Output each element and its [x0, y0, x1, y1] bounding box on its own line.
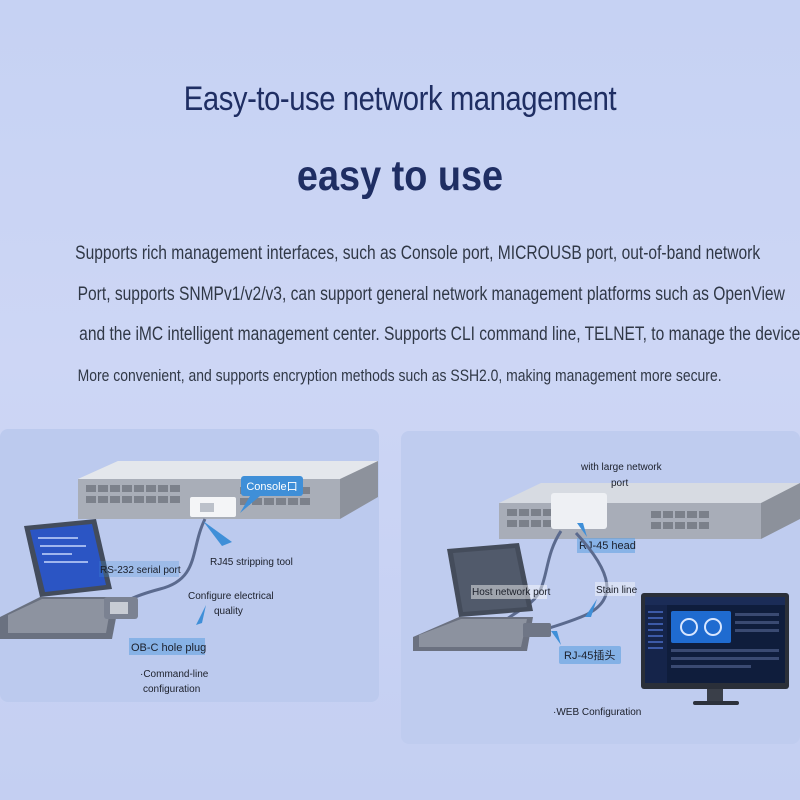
svg-text:Console口: Console口	[246, 481, 297, 493]
rj45-tool-arrow	[203, 521, 232, 546]
cli-config-panel: Console口 RJ45 stripping tool RS-232 seri…	[0, 429, 379, 702]
rj45-head-label: RJ-45 head	[579, 540, 636, 552]
page-subtitle: easy to use	[296, 152, 504, 200]
web-caption: ·WEB Configuration	[553, 707, 641, 718]
monitor-illustration	[641, 593, 789, 705]
hole-plug-label: OB-C hole plug	[131, 642, 206, 654]
web-config-panel: with large network port RJ-45 head Host …	[401, 431, 800, 744]
laptop-illustration	[413, 543, 533, 651]
quality-label: quality	[214, 606, 243, 617]
cli-caption-1: ·Command-line	[140, 669, 209, 680]
laptop-illustration	[0, 519, 120, 639]
console-port-tag: Console口	[240, 476, 303, 513]
description-line-3: and the iMC intelligent management cente…	[79, 324, 800, 345]
rj45-tool-label: RJ45 stripping tool	[210, 557, 293, 568]
configure-label: Configure electrical	[188, 591, 274, 602]
network-switch-illustration	[78, 461, 378, 519]
description-line-1: Supports rich management interfaces, suc…	[75, 243, 761, 264]
stain-line-label: Stain line	[596, 585, 638, 596]
host-port-label: Host network port	[472, 587, 551, 598]
page-title: Easy-to-use network management	[183, 80, 617, 118]
cli-caption-2: configuration	[143, 684, 200, 695]
description-line-2: Port, supports SNMPv1/v2/v3, can support…	[77, 284, 785, 305]
serial-port-label: RS-232 serial port	[100, 565, 181, 576]
rj45-plug-label: RJ-45插头	[564, 648, 615, 662]
large-port-label-1: with large network	[580, 462, 663, 473]
description-line-4: More convenient, and supports encryption…	[78, 366, 722, 385]
large-port-label-2: port	[611, 478, 628, 489]
network-switch-illustration	[499, 483, 800, 539]
